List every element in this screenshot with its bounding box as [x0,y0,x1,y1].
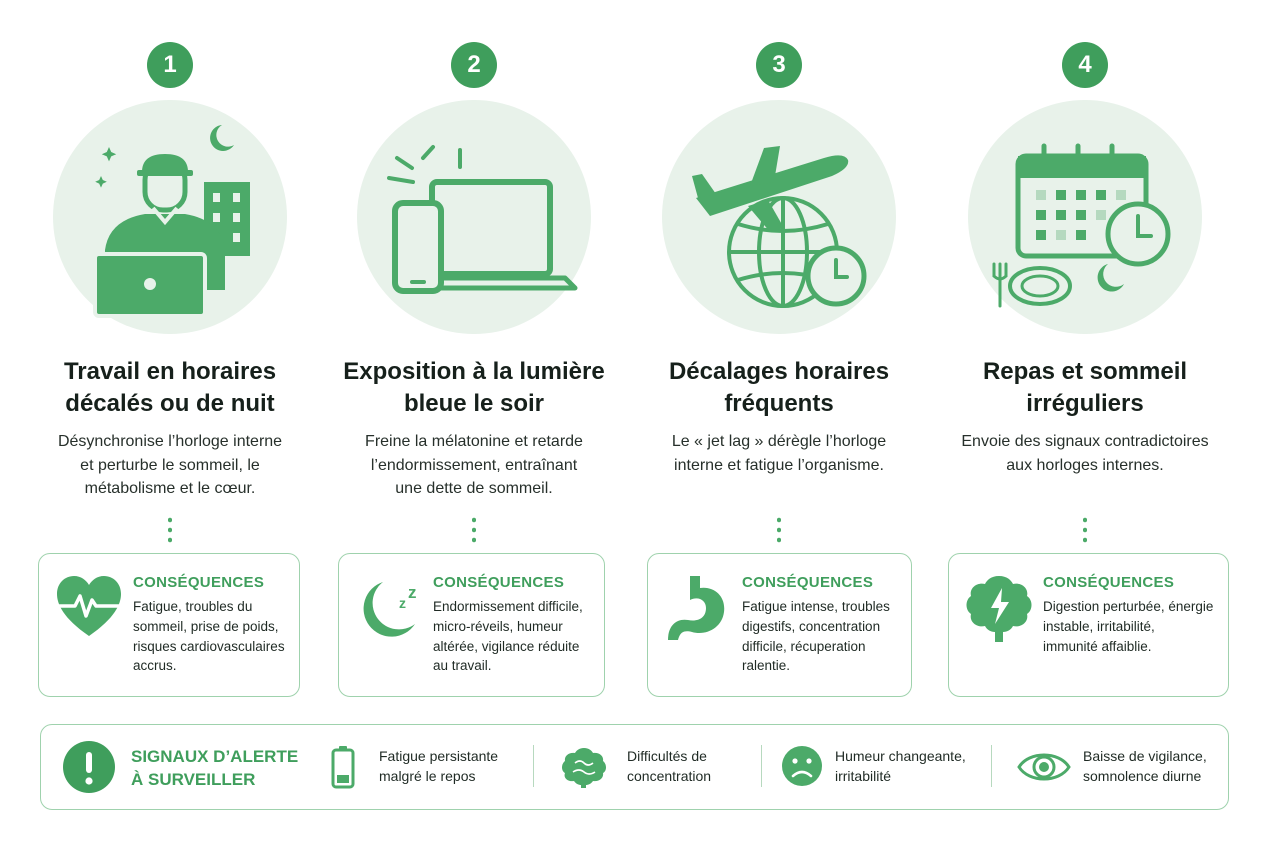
step-number-badge: 1 [147,42,193,88]
illustration-circle [968,100,1202,334]
signal-text: Difficultés de concentration [627,748,712,784]
step-number-badge: 3 [756,42,802,88]
signal-concentration: Difficultés de concentration [561,725,771,809]
column-jet-lag: 3 Décalages horaires fréquents Le « jet … [629,0,929,545]
column-description: Désynchronise l’horloge interne et pertu… [57,433,283,497]
column-night-work: 1 Travail en horaires décalés ou de nuit… [20,0,320,545]
brain-lightning-icon [966,576,1032,642]
column-title: Décalages horaires fréquents [668,358,890,417]
divider [761,745,762,787]
card-text: Fatigue, troubles du sommeil, prise de p… [133,599,285,674]
column-description: Envoie des signaux contradictoires aux h… [961,433,1209,474]
illustration-circle [662,100,896,334]
column-description: Le « jet lag » dérègle l’horloge interne… [671,433,887,474]
column-irregular-meals: 4 [935,0,1235,545]
column-title: Travail en horaires décalés ou de nuit [63,358,277,417]
dotted-connector [777,515,781,545]
illustration-circle [357,100,591,334]
column-blue-light: 2 Exposition à la lumière bleue le soir … [324,0,624,545]
card-text: Endormissement difficile, micro-réveils,… [433,599,583,674]
card-text: Fatigue intense, troubles digestifs, con… [742,599,890,674]
divider [991,745,992,787]
night-worker-laptop-icon [93,125,250,318]
svg-text:z: z [399,595,406,611]
signal-text: Fatigue persistante malgré le repos [379,748,499,784]
signal-mood: Humeur changeante, irritabilité [781,725,1001,809]
dotted-connector [168,515,172,545]
signal-vigilance: Baisse de vigilance, somnolence diurne [1017,725,1217,809]
airplane-globe-clock-icon [692,146,867,308]
card-title: CONSÉQUENCES [433,574,565,591]
dotted-connector [472,515,476,545]
low-battery-icon [331,746,355,789]
brain-icon [562,748,606,788]
signal-text: Humeur changeante, irritabilité [835,748,966,784]
dotted-connector [1083,515,1087,545]
signal-fatigue: Fatigue persistante malgré le repos [331,725,531,809]
signal-text: Baisse de vigilance, somnolence diurne [1083,748,1207,784]
calendar-clock-plate-icon [992,143,1171,308]
step-number-badge: 2 [451,42,497,88]
stomach-icon [668,576,725,640]
column-title: Repas et sommeil irréguliers [982,358,1188,417]
exclamation-icon [63,741,115,793]
step-number-badge: 4 [1062,42,1108,88]
heart-pulse-icon [57,576,121,636]
svg-text:z: z [408,583,417,602]
phone-laptop-screen-icon [387,145,578,294]
consequence-card-1: CONSÉQUENCES Fatigue, troubles du sommei… [38,553,300,697]
column-title: Exposition à la lumière bleue le soir [343,358,605,417]
eye-icon [1017,753,1071,781]
moon-zzz-icon: z z [363,582,417,637]
sad-face-icon [782,746,822,786]
divider [533,745,534,787]
consequence-card-4: CONSÉQUENCES Digestion perturbée, énergi… [948,553,1229,697]
card-title: CONSÉQUENCES [742,574,874,591]
card-title: CONSÉQUENCES [133,574,265,591]
card-title: CONSÉQUENCES [1043,574,1175,591]
warning-title: SIGNAUX D’ALERTE À SURVEILLER [131,747,299,789]
consequence-card-2: z z CONSÉQUENCES Endormissement difficil… [338,553,605,697]
card-text: Digestion perturbée, énergie instable, i… [1043,599,1214,654]
column-description: Freine la mélatonine et retarde l’endorm… [365,433,583,497]
warning-signs-panel: SIGNAUX D’ALERTE À SURVEILLER Fatigue pe… [40,724,1229,810]
consequence-card-3: CONSÉQUENCES Fatigue intense, troubles d… [647,553,912,697]
illustration-circle [53,100,287,334]
